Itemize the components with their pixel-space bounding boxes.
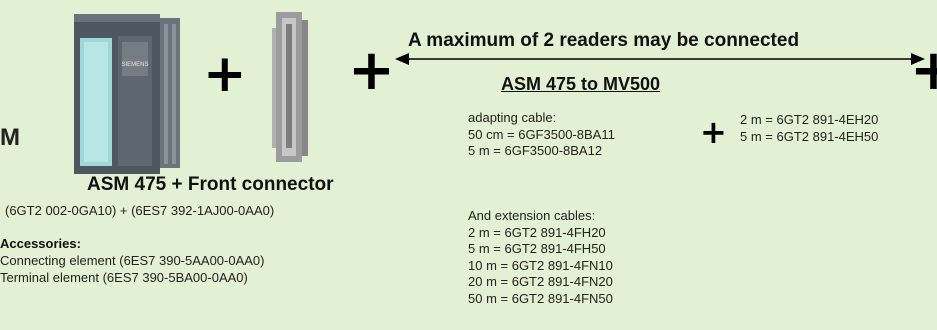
adapting-cable-heading: adapting cable:	[468, 110, 615, 127]
adapting-cable-item: 50 cm = 6GF3500-8BA11	[468, 127, 615, 144]
accessory-item: Connecting element (6ES7 390-5AA00-0AA0)	[0, 253, 265, 270]
extension-cable-item: 10 m = 6GT2 891-4FN10	[468, 258, 613, 275]
accessories-list: Connecting element (6ES7 390-5AA00-0AA0)…	[0, 253, 265, 286]
extension-cable-item: 20 m = 6GT2 891-4FN20	[468, 274, 613, 291]
double-arrow-icon	[395, 52, 925, 66]
module-order-numbers: (6GT2 002-0GA10) + (6ES7 392-1AJ00-0AA0)	[5, 203, 274, 218]
plus-sign-cables: +	[700, 116, 727, 148]
plus-sign-arrow-left: +	[348, 43, 395, 99]
plus-sign-arrow-right: +	[910, 43, 937, 99]
reader-cable-item: 2 m = 6GT2 891-4EH20	[740, 112, 878, 129]
extension-cable-item: 2 m = 6GT2 891-4FH20	[468, 225, 613, 242]
adapting-cable-block: adapting cable: 50 cm = 6GF3500-8BA11 5 …	[468, 110, 615, 160]
adapting-cable-item: 5 m = 6GF3500-8BA12	[468, 143, 615, 160]
extension-cables-heading: And extension cables:	[468, 208, 613, 225]
reader-cable-item: 5 m = 6GT2 891-4EH50	[740, 129, 878, 146]
reader-cable-block: 2 m = 6GT2 891-4EH20 5 m = 6GT2 891-4EH5…	[740, 112, 878, 145]
asm475-module-image: SIEMENS	[60, 8, 190, 180]
extension-cable-item: 50 m = 6GT2 891-4FN50	[468, 291, 613, 308]
plus-sign: +	[203, 48, 247, 100]
module-title: ASM 475 + Front connector	[87, 174, 334, 196]
connection-limit-heading: A maximum of 2 readers may be connected	[408, 30, 799, 52]
extension-cables-block: And extension cables: 2 m = 6GT2 891-4FH…	[468, 208, 613, 307]
module-brand-label: SIEMENS	[121, 62, 148, 68]
accessories-heading: Accessories:	[0, 236, 81, 251]
asm-to-mv500-subheading: ASM 475 to MV500	[501, 74, 660, 95]
extension-cable-item: 5 m = 6GT2 891-4FH50	[468, 241, 613, 258]
front-connector-image	[270, 8, 312, 168]
cropped-left-letter: M	[0, 124, 20, 152]
accessory-item: Terminal element (6ES7 390-5BA00-0AA0)	[0, 270, 265, 287]
